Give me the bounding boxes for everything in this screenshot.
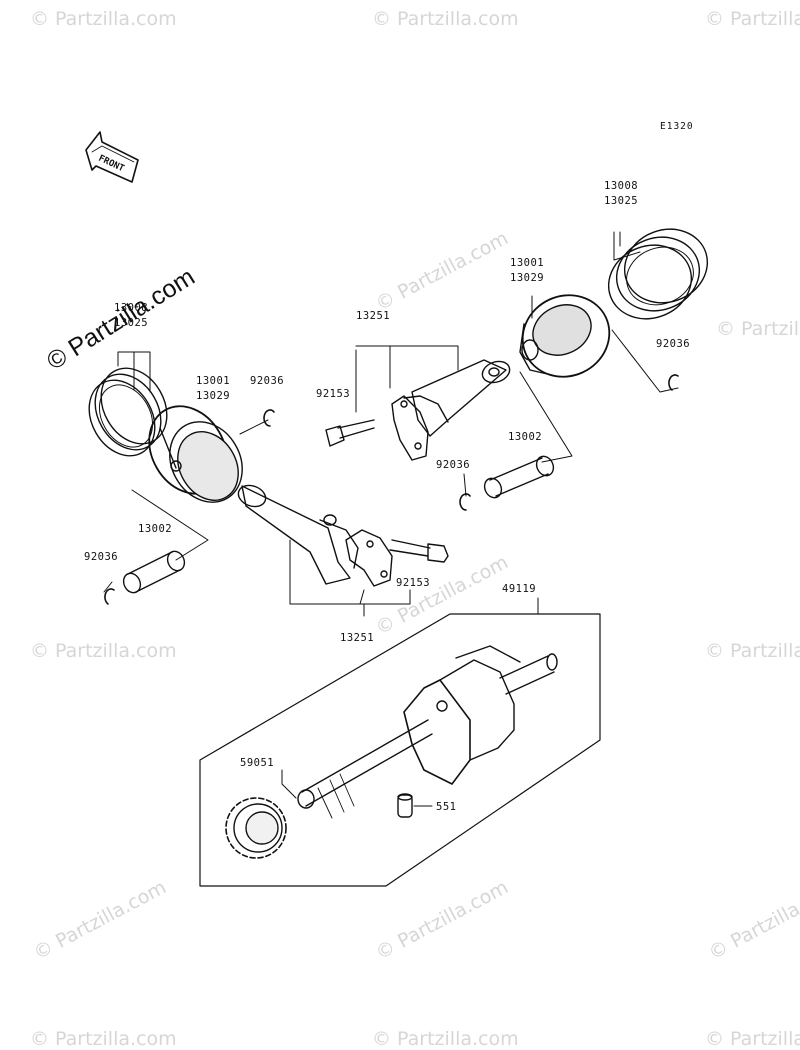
piston-ring-set-icon [607,228,709,320]
circlip-icon [459,493,471,511]
diagram-code: E1320 [660,121,694,132]
part-number-13002[interactable]: 13002 [508,431,542,443]
crankshaft-icon [297,645,558,819]
part-number-13029[interactable]: 13029 [510,272,544,284]
front-arrow-icon [85,131,139,183]
leader-lines [103,231,679,807]
part-number-92153[interactable]: 92153 [316,388,350,400]
piston-ring-set-icon [88,367,168,457]
part-number-13001[interactable]: 13001 [510,257,544,269]
front-label: FRONT [97,154,126,175]
part-number-13008[interactable]: 13008 [604,180,638,192]
crankshaft-box [199,613,601,887]
rod-cap-icon [345,529,393,587]
part-number-13001[interactable]: 13001 [196,375,230,387]
piston-pin-icon [122,550,186,594]
part-number-92153[interactable]: 92153 [396,577,430,589]
piston-icon [148,405,243,503]
part-number-13251[interactable]: 13251 [340,632,374,644]
circlip-icon [668,374,679,391]
connecting-rod-icon [403,359,511,437]
part-number-49119[interactable]: 49119 [502,583,536,595]
gear-icon [225,797,287,859]
circlip-icon [104,588,115,605]
part-number-13008[interactable]: 13008 [114,302,148,314]
part-number-92036[interactable]: 92036 [84,551,118,563]
part-number-92036[interactable]: 92036 [436,459,470,471]
part-number-92036[interactable]: 92036 [250,375,284,387]
rod-bolt-icon [389,539,449,563]
part-number-13025[interactable]: 13025 [604,195,638,207]
part-number-59051[interactable]: 59051 [240,757,274,769]
rod-bolt-icon [325,419,375,447]
circlip-icon [263,409,275,427]
part-number-13025[interactable]: 13025 [114,317,148,329]
part-number-13002[interactable]: 13002 [138,523,172,535]
piston-pin-icon [483,455,555,499]
piston-icon [519,294,611,378]
rod-cap-icon [391,395,429,461]
dowel-pin-icon [397,793,413,818]
part-number-13251[interactable]: 13251 [356,310,390,322]
part-number-551[interactable]: 551 [436,801,456,813]
part-number-92036[interactable]: 92036 [656,338,690,350]
part-number-13029[interactable]: 13029 [196,390,230,402]
connecting-rod-icon [237,484,359,585]
